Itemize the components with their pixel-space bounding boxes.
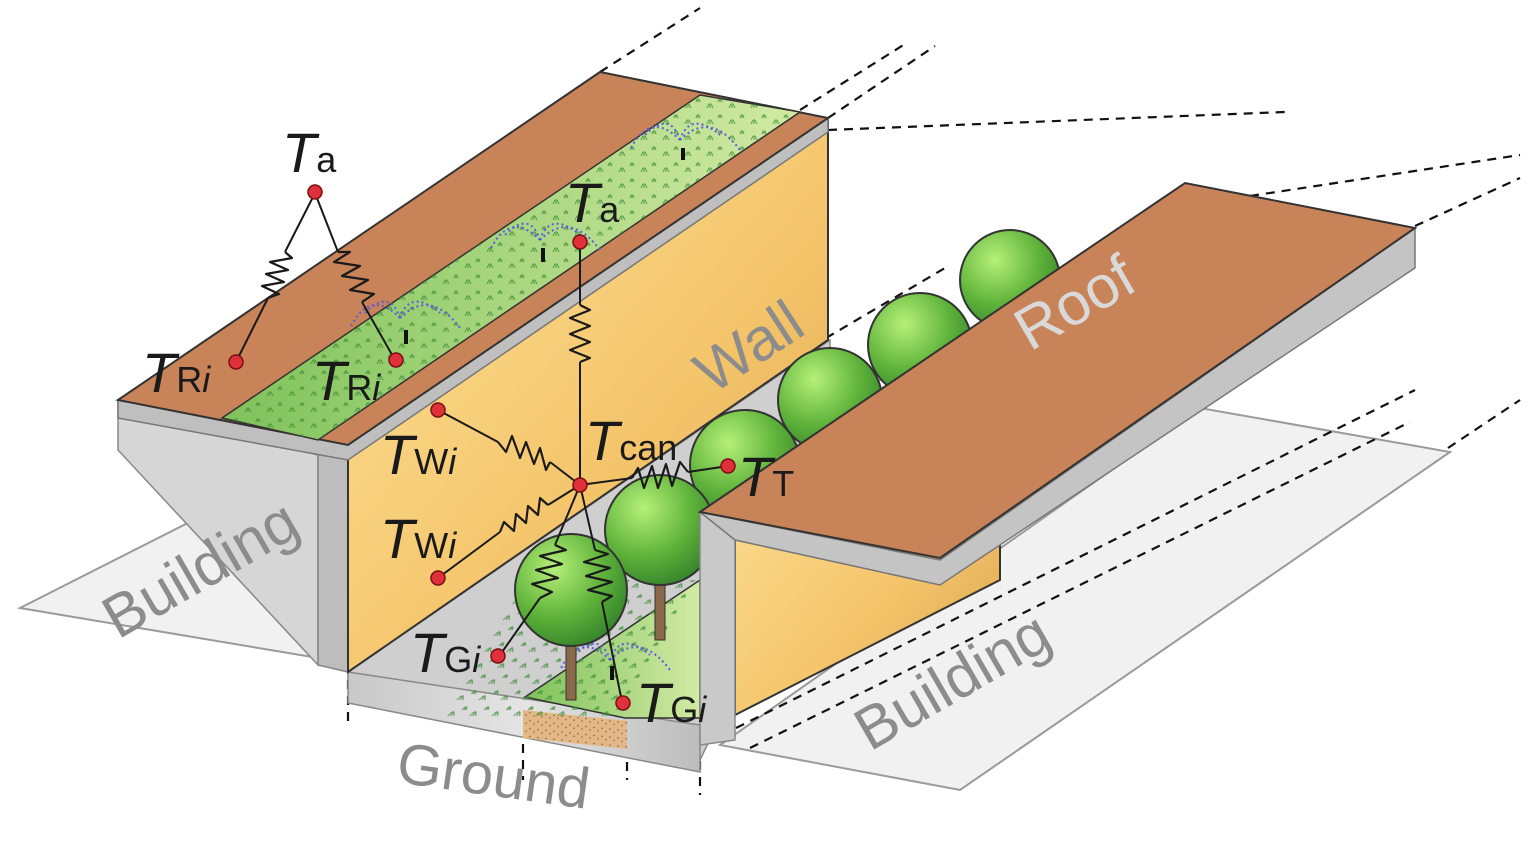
sprinkler-heads xyxy=(404,148,685,680)
label-ta-canyon: Ta xyxy=(565,171,620,234)
label-ta-roof: Ta xyxy=(282,121,337,184)
node-tcan xyxy=(572,477,588,493)
right-roof xyxy=(697,181,1418,560)
node-tgi-right xyxy=(615,695,631,711)
symbol-labels: Ta TRi TRi Ta Tcan TWi TWi TT TGi TGi xyxy=(142,121,794,734)
right-roof-slab-edge xyxy=(699,226,1416,586)
label-tcan: Tcan xyxy=(585,409,677,472)
node-ta-roof xyxy=(307,184,323,200)
node-twi-lower xyxy=(430,570,446,586)
node-tri-roof xyxy=(228,354,244,370)
label-tri-green: TRi xyxy=(312,349,381,412)
resistor-network xyxy=(235,192,729,703)
label-twi-upper: TWi xyxy=(380,423,457,486)
label-twi-lower: TWi xyxy=(380,507,457,570)
node-tri-green xyxy=(388,352,404,368)
sprinklers xyxy=(349,122,741,671)
label-tri-roof: TRi xyxy=(142,341,211,404)
label-tgi-right: TGi xyxy=(636,671,707,734)
node-twi-upper xyxy=(430,402,446,418)
label-tt: TT xyxy=(738,445,794,508)
green-roof-grass xyxy=(222,95,800,440)
node-tt xyxy=(720,458,736,474)
label-tgi-left: TGi xyxy=(410,621,481,684)
node-tgi-left xyxy=(490,648,506,664)
left-building-edge xyxy=(317,443,349,673)
temperature-nodes xyxy=(228,184,736,711)
node-ta-canyon xyxy=(572,234,588,250)
right-building-footprint xyxy=(717,406,1453,792)
